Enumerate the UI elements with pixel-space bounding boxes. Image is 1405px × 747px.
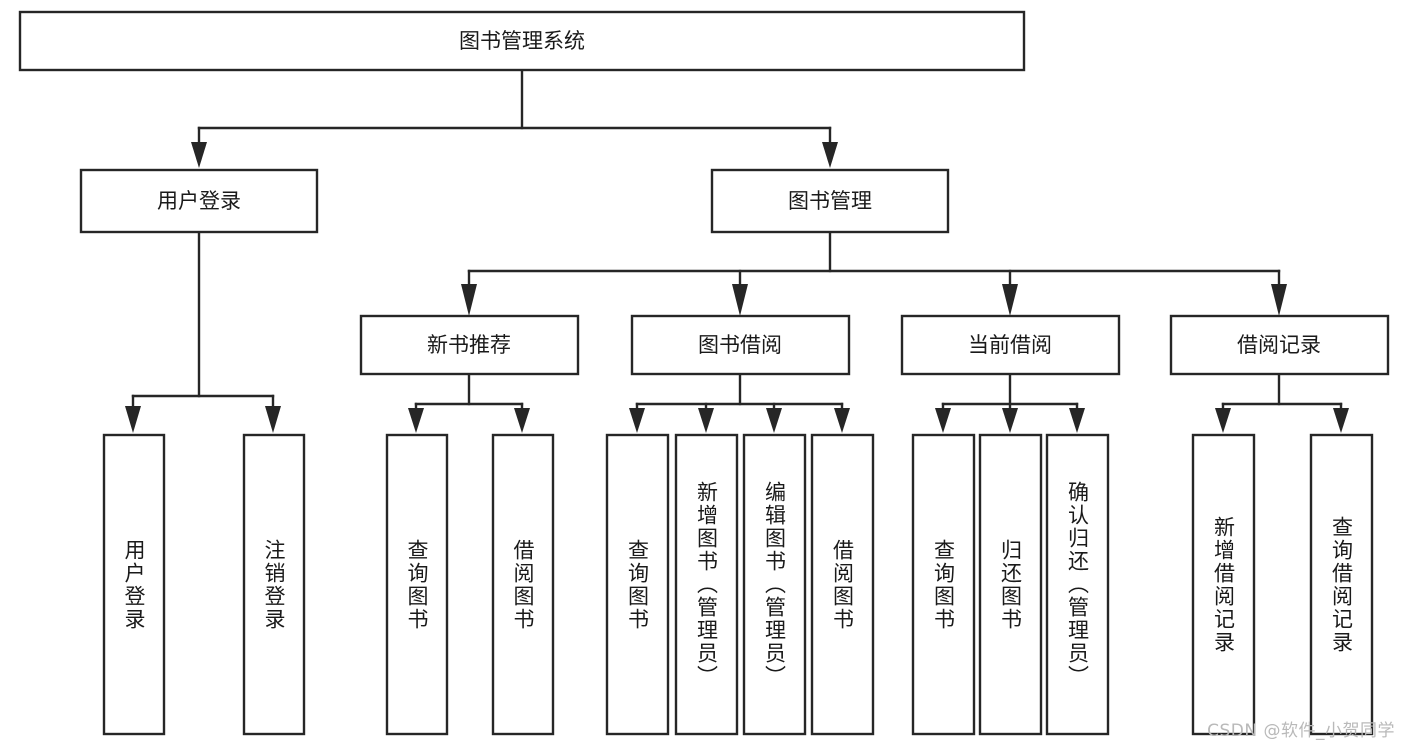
node-box-leaf-7[interactable] <box>742 433 807 736</box>
node-box-leaf-4[interactable] <box>491 433 555 736</box>
connector-group-root <box>191 68 838 168</box>
node-label-user-login: 用户登录 <box>157 189 241 213</box>
node-box-leaf-6[interactable] <box>674 433 739 736</box>
node-label-borrow-record: 借阅记录 <box>1237 333 1321 357</box>
arrow-head-leaf-7 <box>766 408 782 433</box>
connector-group-user-login <box>125 230 281 433</box>
node-label-new-book-rec: 新书推荐 <box>427 333 511 357</box>
arrow-head-leaf-12 <box>1215 408 1231 433</box>
arrow-head-leaf-2 <box>265 406 281 433</box>
connector-group-borrow-record <box>1215 372 1349 433</box>
arrow-head-user-login <box>191 142 207 168</box>
connector-group-new-book-rec <box>408 372 530 433</box>
node-box-leaf-1[interactable] <box>102 433 166 736</box>
node-label-book-manage: 图书管理 <box>788 189 872 213</box>
arrow-head-leaf-8 <box>834 408 850 433</box>
connector-group-book-borrow <box>629 372 850 433</box>
connector-group-book-manage <box>461 230 1287 316</box>
arrow-head-leaf-9 <box>935 408 951 433</box>
node-box-user-login[interactable] <box>79 168 319 234</box>
node-box-borrow-record[interactable] <box>1169 314 1390 376</box>
arrow-head-book-manage <box>822 142 838 168</box>
arrow-head-leaf-13 <box>1333 408 1349 433</box>
node-box-new-book-rec[interactable] <box>359 314 580 376</box>
arrow-head-new-book-rec <box>461 284 477 316</box>
connector-group-current-borrow <box>935 372 1085 433</box>
node-box-leaf-11[interactable] <box>1045 433 1110 736</box>
node-box-leaf-5[interactable] <box>605 433 670 736</box>
arrow-head-leaf-11 <box>1069 408 1085 433</box>
node-box-leaf-12[interactable] <box>1191 433 1256 736</box>
arrow-head-current-borrow <box>1002 284 1018 316</box>
node-box-leaf-2[interactable] <box>242 433 306 736</box>
node-box-leaf-13[interactable] <box>1309 433 1374 736</box>
arrow-head-leaf-5 <box>629 408 645 433</box>
node-box-current-borrow[interactable] <box>900 314 1121 376</box>
arrow-head-leaf-3 <box>408 408 424 433</box>
arrow-head-book-borrow <box>732 284 748 316</box>
node-label-root: 图书管理系统 <box>459 29 585 53</box>
watermark-text: CSDN @软件_小贺同学 <box>1207 721 1395 741</box>
arrow-head-leaf-10 <box>1002 408 1018 433</box>
node-box-leaf-9[interactable] <box>911 433 976 736</box>
node-box-root[interactable] <box>18 10 1026 72</box>
node-box-book-manage[interactable] <box>710 168 950 234</box>
node-box-book-borrow[interactable] <box>630 314 851 376</box>
node-box-leaf-10[interactable] <box>978 433 1043 736</box>
arrow-head-leaf-1 <box>125 406 141 433</box>
node-box-leaf-8[interactable] <box>810 433 875 736</box>
arrow-head-borrow-record <box>1271 284 1287 316</box>
arrow-head-leaf-4 <box>514 408 530 433</box>
node-box-leaf-3[interactable] <box>385 433 449 736</box>
arrow-head-leaf-6 <box>698 408 714 433</box>
node-label-book-borrow: 图书借阅 <box>698 333 782 357</box>
node-label-current-borrow: 当前借阅 <box>968 333 1052 357</box>
